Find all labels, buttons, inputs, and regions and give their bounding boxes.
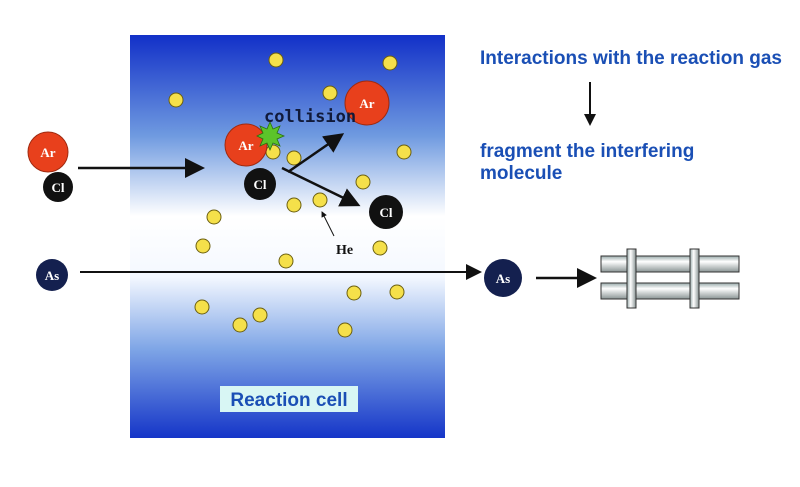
ar-cl-molecule-collision: Ar Cl (224, 120, 286, 200)
as-atom-incoming (36, 259, 68, 291)
helium-atom (286, 150, 302, 166)
helium-atom (232, 317, 248, 333)
quadrupole-icon (600, 248, 740, 309)
helium-atom (346, 285, 362, 301)
ar-label: Ar (359, 96, 374, 111)
ar-deflect-arrow (287, 133, 345, 174)
helium-atoms (168, 52, 412, 338)
he-pointer-arrow (321, 211, 335, 237)
cl-label: Cl (380, 205, 393, 220)
helium-atom (396, 144, 412, 160)
ar-atom-fragment (344, 80, 390, 126)
helium-atom (194, 299, 210, 315)
ar-label: Ar (40, 145, 55, 160)
reaction-cell-label: Reaction cell (230, 390, 347, 411)
note-fragment: fragment the interfering molecule (480, 141, 695, 184)
cl-label: Cl (254, 177, 267, 192)
helium-atom (372, 240, 388, 256)
as-label: As (496, 271, 510, 286)
ar-label: Ar (238, 138, 253, 153)
helium-atom (322, 85, 338, 101)
helium-atom (265, 144, 281, 160)
helium-atom (268, 52, 284, 68)
helium-atom (355, 174, 371, 190)
helium-atom (206, 209, 222, 225)
he-label: He (336, 243, 353, 258)
collision-label: collision (264, 107, 356, 127)
helium-atom (168, 92, 184, 108)
cl-deflect-arrow (281, 166, 361, 207)
collision-burst-icon (256, 120, 286, 152)
helium-atom (312, 192, 328, 208)
cl-atom-fragment (369, 195, 403, 229)
note-interactions: Interactions with the reaction gas (480, 48, 782, 69)
cl-label: Cl (52, 180, 65, 195)
helium-atom (195, 238, 211, 254)
ar-cl-molecule-incoming: Ar Cl (27, 131, 73, 202)
helium-atom (278, 253, 294, 269)
helium-atom (382, 55, 398, 71)
helium-atom (252, 307, 268, 323)
as-label: As (45, 268, 59, 283)
as-atom-outgoing (484, 259, 522, 297)
helium-atom (389, 284, 405, 300)
helium-atom (337, 322, 353, 338)
reaction-cell-label-bg (220, 386, 358, 412)
helium-atom (286, 197, 302, 213)
